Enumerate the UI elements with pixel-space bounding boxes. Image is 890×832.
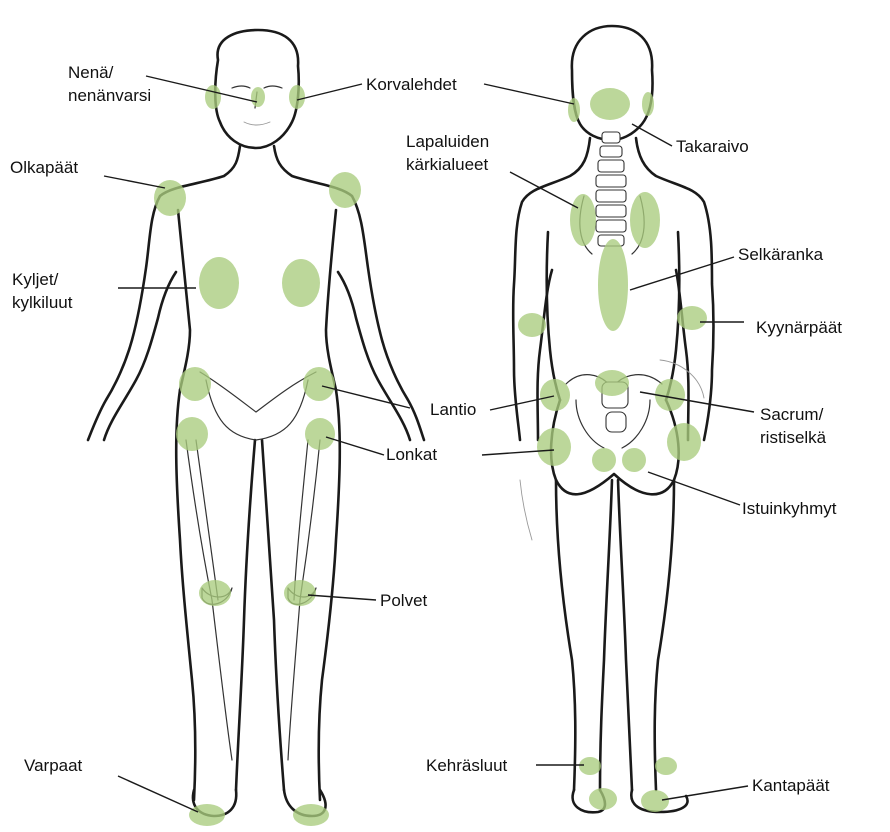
spot-ankle-left	[579, 757, 601, 775]
spot-ankle-right	[655, 757, 677, 775]
spot-shoulder-left	[154, 180, 186, 216]
spot-toes-right	[293, 804, 329, 826]
label-nose-line1: Nenä/	[68, 63, 114, 82]
labels: Nenä/ nenänvarsi Korvalehdet Olkapäät La…	[10, 63, 842, 795]
front-figure	[88, 30, 424, 816]
spot-elbow-right	[677, 306, 707, 330]
spot-shoulder-right	[329, 172, 361, 208]
spot-scapula-left	[570, 194, 596, 246]
label-heels: Kantapäät	[752, 776, 830, 795]
label-pelvis: Lantio	[430, 400, 476, 419]
spot-hip-back-right	[667, 423, 701, 461]
spot-heel-left	[589, 788, 617, 810]
spot-pelvis-front-right	[303, 367, 335, 401]
spot-ear-back-right	[642, 92, 654, 116]
spot-ischial-left	[592, 448, 616, 472]
spot-heel-right	[641, 790, 669, 812]
label-occiput: Takaraivo	[676, 137, 749, 156]
label-scapula-line2: kärkialueet	[406, 155, 488, 174]
label-nose-line2: nenänvarsi	[68, 86, 151, 105]
label-hips: Lonkat	[386, 445, 437, 464]
label-ears: Korvalehdet	[366, 75, 457, 94]
label-toes: Varpaat	[24, 756, 83, 775]
spot-knee-right	[284, 580, 316, 606]
label-elbows: Kyynärpäät	[756, 318, 842, 337]
label-ribs-line1: Kyljet/	[12, 270, 59, 289]
spot-ear-left	[205, 85, 221, 109]
spot-pelvis-back-left	[540, 379, 570, 411]
spot-toes-left	[189, 804, 225, 826]
spot-knee-left	[199, 580, 231, 606]
spot-occiput	[590, 88, 630, 120]
spot-sacrum	[595, 370, 629, 396]
spot-nose	[251, 87, 265, 107]
spot-ear-right	[289, 85, 305, 109]
spot-hip-front-right	[305, 418, 335, 450]
spot-ischial-right	[622, 448, 646, 472]
spot-hip-front-left	[176, 417, 208, 451]
spot-ear-back-left	[568, 98, 580, 122]
spot-elbow-left	[518, 313, 546, 337]
spot-ribs-right	[282, 259, 320, 307]
label-scapula-line1: Lapaluiden	[406, 132, 489, 151]
spot-spine	[598, 239, 628, 331]
label-shoulders: Olkapäät	[10, 158, 78, 177]
label-ribs-line2: kylkiluut	[12, 293, 73, 312]
label-sacrum-line1: Sacrum/	[760, 405, 824, 424]
label-ankles: Kehräsluut	[426, 756, 508, 775]
spot-pelvis-front-left	[179, 367, 211, 401]
spot-scapula-right	[630, 192, 660, 248]
label-ischial: Istuinkyhmyt	[742, 499, 837, 518]
label-sacrum-line2: ristiselkä	[760, 428, 827, 447]
spot-hip-back-left	[537, 428, 571, 466]
spot-ribs-left	[199, 257, 239, 309]
label-spine: Selkäranka	[738, 245, 824, 264]
label-knees: Polvet	[380, 591, 428, 610]
